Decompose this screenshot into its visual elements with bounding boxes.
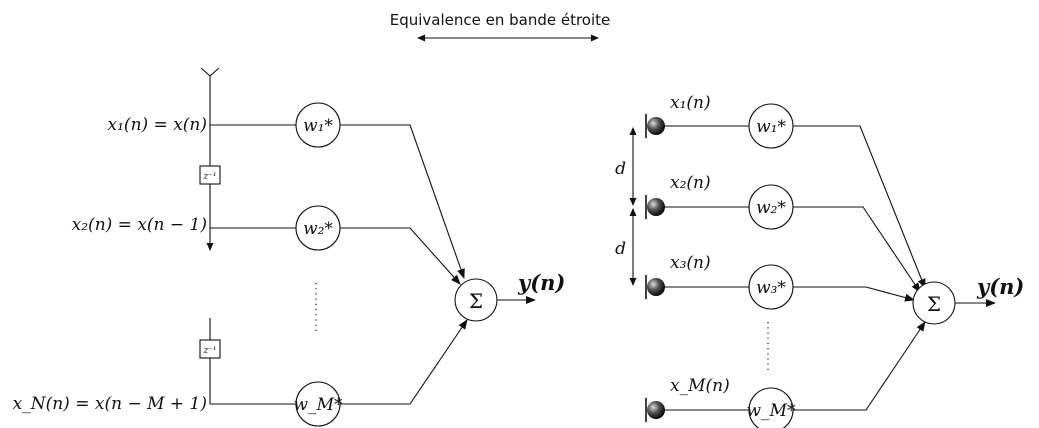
right-input-label-3: x₃(n) xyxy=(670,253,711,273)
right-input-label-2: x₂(n) xyxy=(670,173,711,193)
sensor-1 xyxy=(647,117,665,135)
left-input-label-2: x₂(n) = x(n − 1) xyxy=(72,215,207,235)
left-weight-label-1: w₁* xyxy=(303,116,333,136)
spacing-label-1: d xyxy=(615,159,626,179)
right-weight-label-2: w₂* xyxy=(756,198,786,218)
left-wire-3 xyxy=(340,319,468,405)
right-diagram: d d x₁(n) x₂(n) x₃(n) x_M(n) w₁* w₂* w₃*… xyxy=(615,93,1024,428)
left-sum-symbol: Σ xyxy=(469,289,483,313)
antenna-icon xyxy=(200,67,220,77)
right-output-label: y(n) xyxy=(976,274,1024,299)
left-weight-label-2: w₂* xyxy=(303,219,333,239)
right-wire-3 xyxy=(793,286,915,302)
right-input-label-1: x₁(n) xyxy=(670,93,711,113)
right-weight-label-3: w₃* xyxy=(756,278,786,298)
left-output-label: y(n) xyxy=(517,270,565,295)
sensor-2 xyxy=(647,198,665,216)
sensor-3 xyxy=(647,278,665,296)
spacing-label-2: d xyxy=(615,239,626,259)
left-wire-2 xyxy=(340,227,461,285)
right-wire-2 xyxy=(793,206,921,293)
left-input-label-1: x₁(n) = x(n) xyxy=(108,115,207,135)
right-wire-4 xyxy=(793,321,926,411)
header-title: Equivalence en bande étroite xyxy=(390,11,611,29)
left-input-label-3: x_N(n) = x(n − M + 1) xyxy=(13,394,207,414)
right-input-label-4: x_M(n) xyxy=(670,376,730,396)
left-weight-label-3: w_M* xyxy=(294,395,343,415)
sensor-4 xyxy=(647,401,665,419)
right-weight-label-4: w_M* xyxy=(747,401,796,421)
delay-label-1: z⁻¹ xyxy=(202,172,216,182)
left-wire-1 xyxy=(340,124,465,279)
right-weight-label-1: w₁* xyxy=(756,117,786,137)
right-sum-symbol: Σ xyxy=(927,292,941,316)
right-wire-1 xyxy=(793,125,926,289)
delay-label-2: z⁻¹ xyxy=(202,346,216,356)
left-diagram: z⁻¹ z⁻¹ x₁(n) = x(n) x₂(n) = x(n − 1) x_… xyxy=(13,67,565,427)
